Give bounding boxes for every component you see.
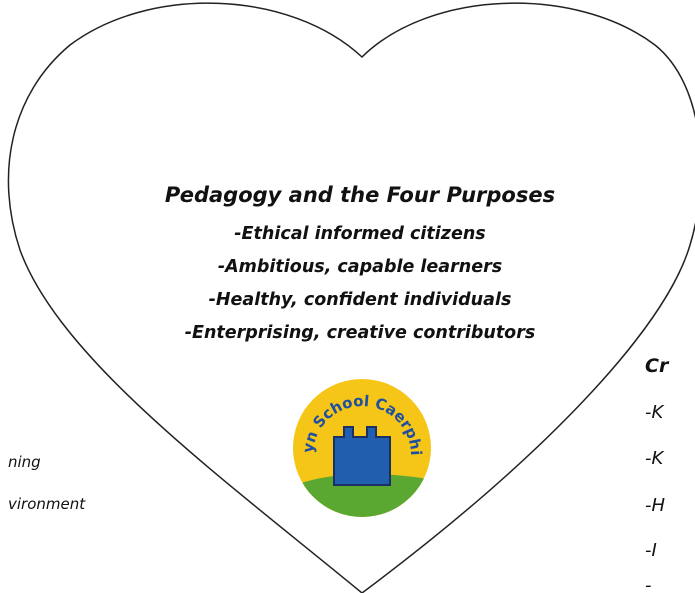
right-fragment-line-3: -H	[645, 495, 666, 516]
school-logo: Twyn School Caerphilly	[291, 377, 431, 517]
tower-icon	[333, 426, 391, 486]
right-fragment-line-5: -	[645, 575, 652, 593]
right-fragment-heading: Cr	[645, 355, 669, 377]
left-fragment-line-2: vironment	[8, 495, 86, 513]
purpose-ambitious: -Ambitious, capable learners	[217, 257, 503, 277]
right-fragment-line-2: -K	[645, 448, 664, 469]
purpose-healthy: -Healthy, confident individuals	[208, 290, 512, 310]
purpose-enterprising: -Enterprising, creative contributors	[184, 323, 536, 343]
right-fragment-line-4: -I	[645, 540, 657, 561]
purpose-ethical: -Ethical informed citizens	[234, 224, 486, 244]
right-fragment-line-1: -K	[645, 402, 664, 423]
heart-title: Pedagogy and the Four Purposes	[164, 183, 556, 207]
left-fragment-line-1: ning	[8, 453, 41, 471]
